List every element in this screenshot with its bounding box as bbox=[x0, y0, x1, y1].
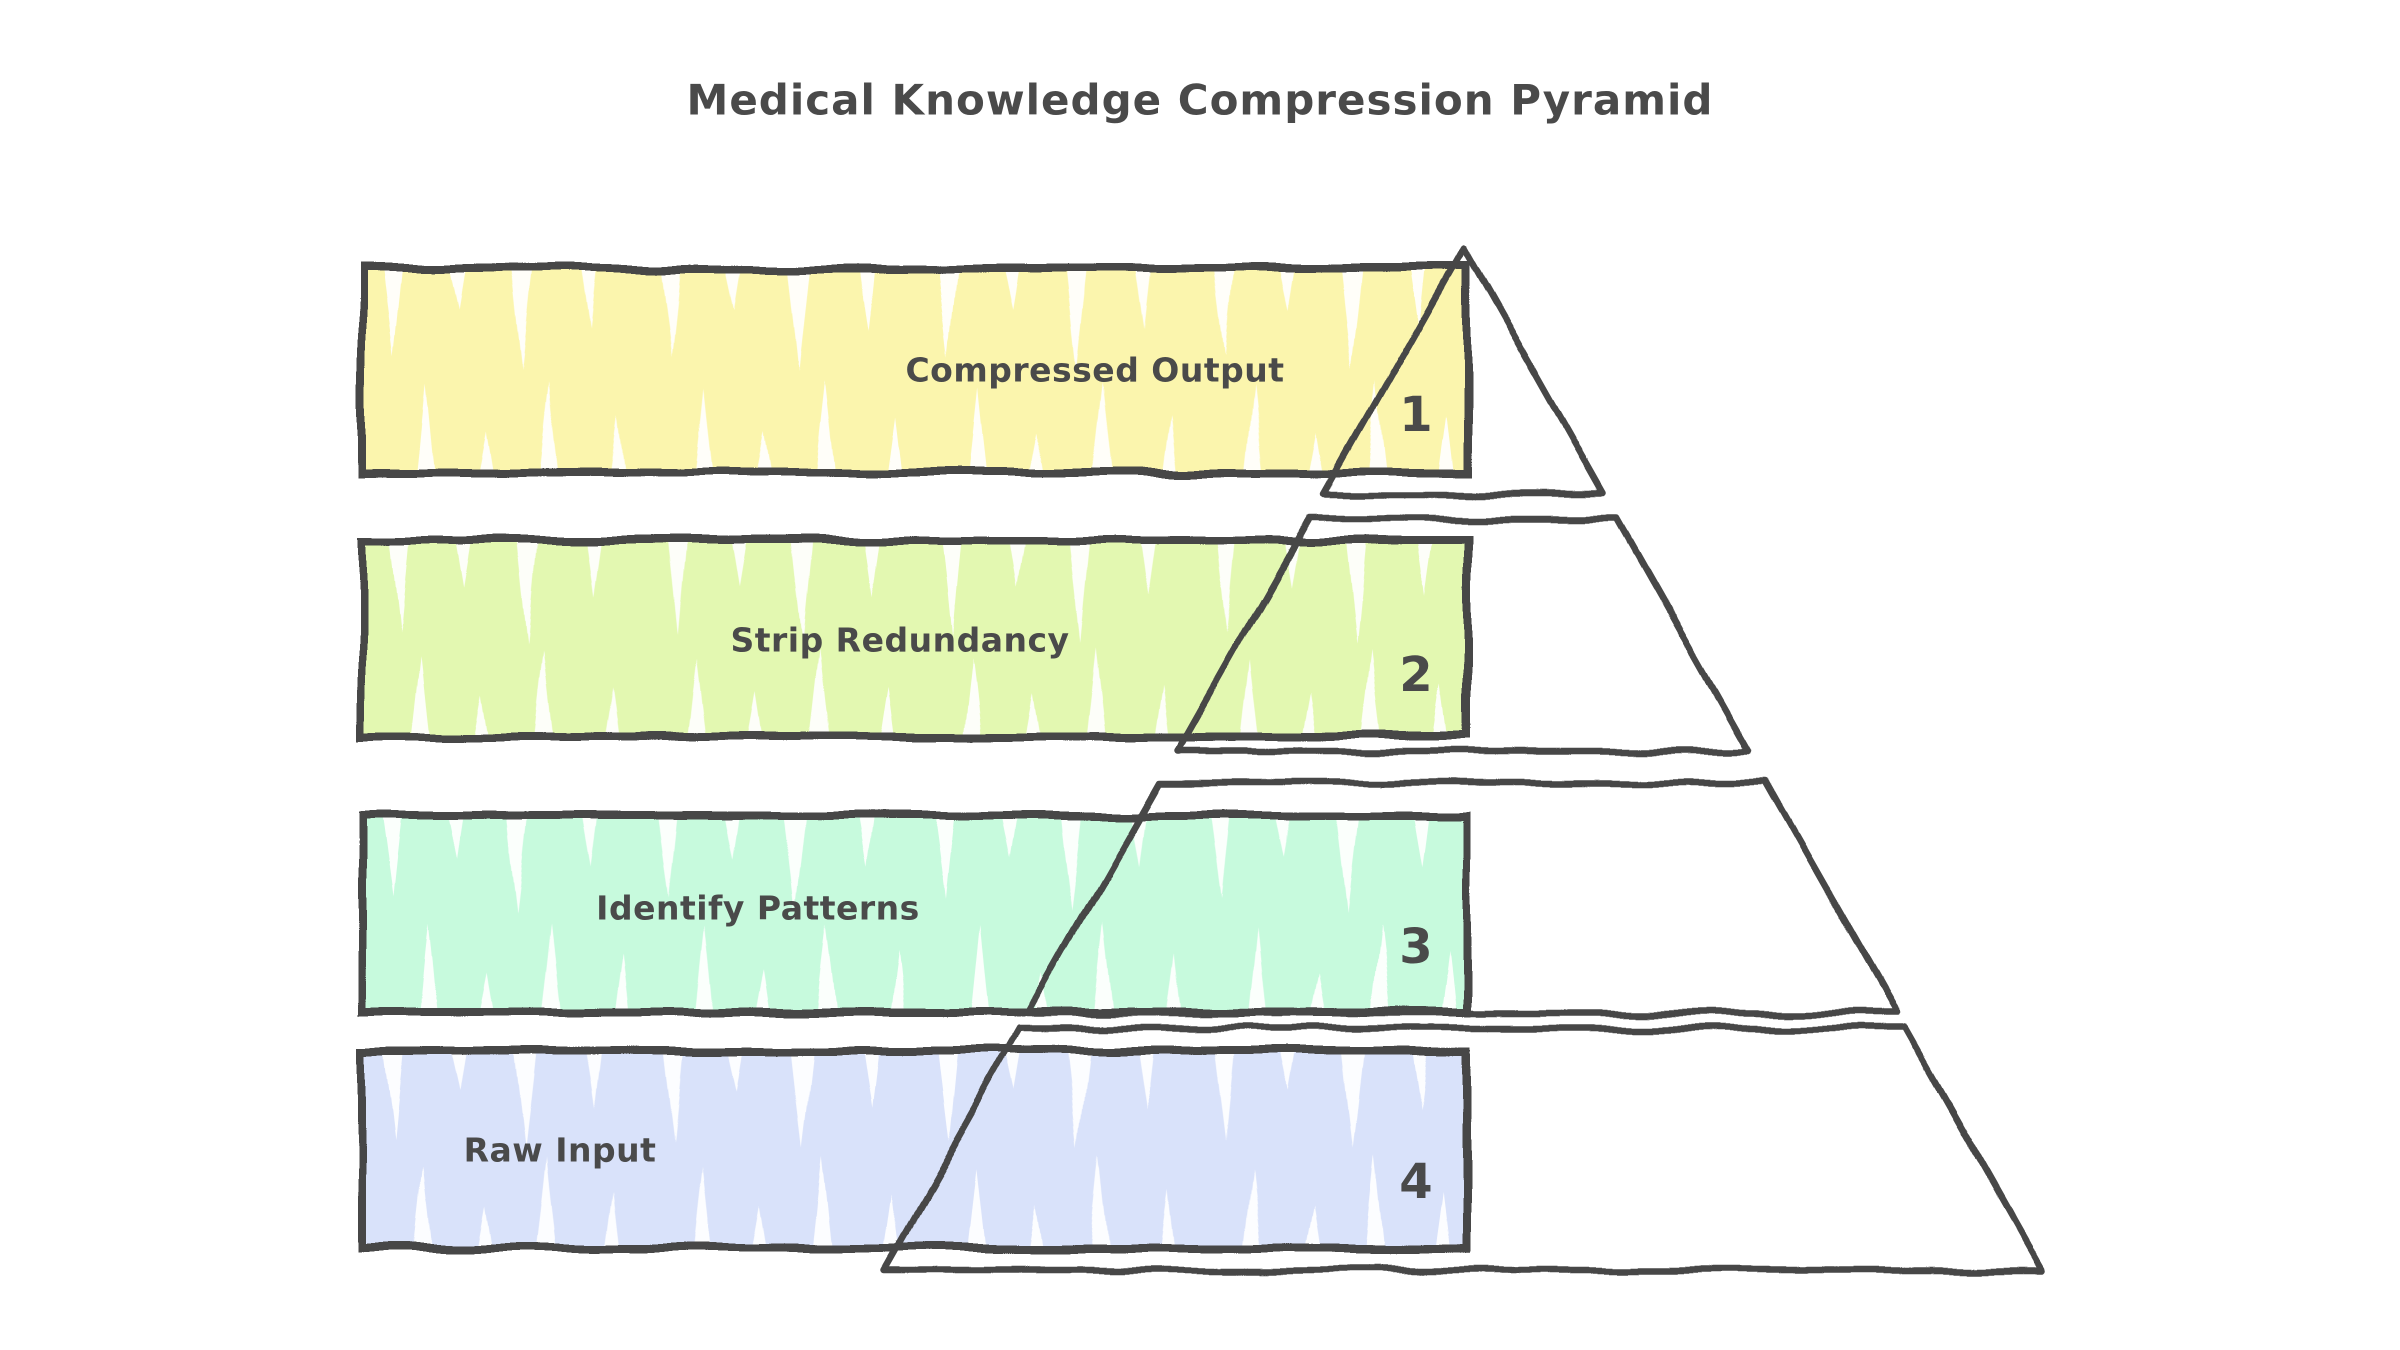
pyramid-outline bbox=[880, 243, 2046, 1274]
level-3-rank: 3 bbox=[1399, 919, 1432, 975]
pyramid-outline-level-2 bbox=[1174, 515, 1752, 755]
diagram-title: Medical Knowledge Compression Pyramid bbox=[687, 76, 1714, 125]
level-labels: Compressed Output Strip Redundancy Ident… bbox=[464, 351, 1284, 1170]
pyramid-outline-level-4 bbox=[880, 1024, 2046, 1274]
level-2-bar bbox=[358, 536, 1471, 741]
level-2-label: Strip Redundancy bbox=[730, 621, 1069, 660]
level-3-bar bbox=[358, 811, 1471, 1016]
pyramid-outline-level-1 bbox=[1319, 243, 1607, 499]
level-3-label: Identify Patterns bbox=[596, 889, 920, 928]
level-4-label: Raw Input bbox=[464, 1131, 657, 1170]
level-1-rank: 1 bbox=[1399, 387, 1432, 443]
level-ranks: 1 2 3 4 bbox=[1399, 387, 1432, 1210]
level-4-rank: 4 bbox=[1399, 1154, 1432, 1210]
pyramid-outline-level-3 bbox=[1025, 778, 1901, 1017]
level-1-label: Compressed Output bbox=[905, 351, 1284, 390]
level-1-bar bbox=[358, 264, 1471, 477]
level-2-rank: 2 bbox=[1399, 647, 1432, 703]
level-bars bbox=[358, 264, 1471, 1252]
